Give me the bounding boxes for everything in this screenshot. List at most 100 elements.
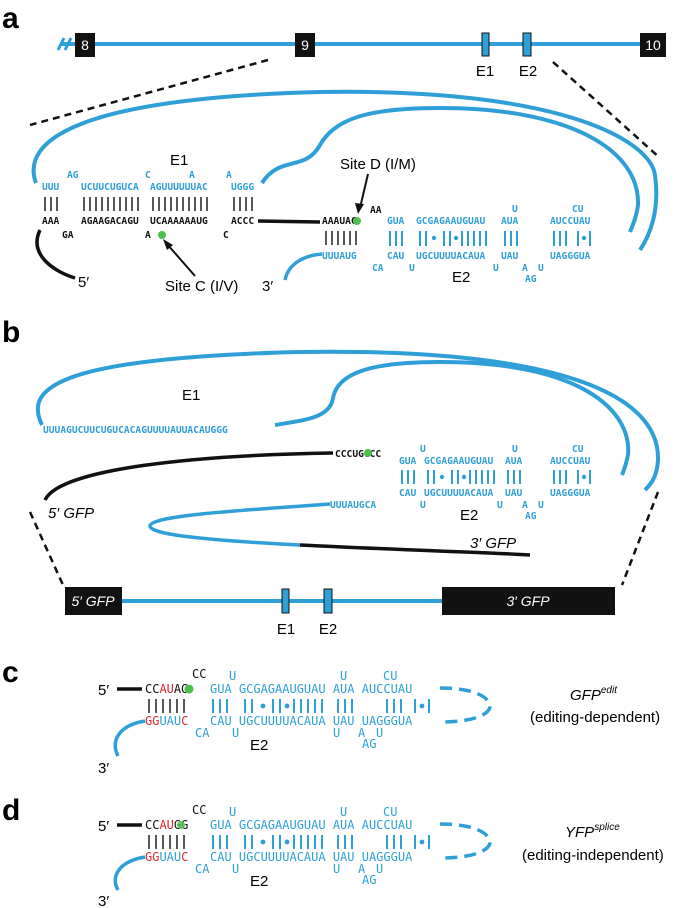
e2-label-c: E2 <box>250 737 268 754</box>
outer-loop-b <box>35 349 661 492</box>
svg-text:CU: CU <box>383 669 397 683</box>
svg-text:CA: CA <box>372 263 384 274</box>
svg-text:GGUAUC: GGUAUC <box>145 850 188 864</box>
svg-text:A: A <box>358 726 366 740</box>
svg-text:CAU: CAU <box>387 251 405 262</box>
svg-text:U: U <box>229 805 236 819</box>
five-prime-a: 5′ <box>78 274 89 291</box>
e1-seq-b: UUUAGUCUUCUGUCACAGUUUUAUUACAUGGG <box>43 425 228 436</box>
zoom-line-right-b <box>620 491 660 586</box>
svg-text:U: U <box>420 500 426 511</box>
e1-top-seq-3: AGUUUUUUAC <box>150 182 208 193</box>
element-e2 <box>522 32 532 57</box>
aauac-a: AAAUAC <box>322 216 357 227</box>
panel-label-b: b <box>2 316 20 349</box>
panel-label-c: c <box>2 656 19 689</box>
exon-10 <box>640 33 666 57</box>
site-d-label: Site D (I/M) <box>340 156 416 173</box>
e1-top-seq-2: UCUUCUGUCA <box>81 182 139 193</box>
svg-text:CAU: CAU <box>399 488 417 499</box>
e1-top-bulge-3: A <box>189 170 195 181</box>
svg-text:AG: AG <box>362 873 376 887</box>
svg-text:CCAUAG: CCAUAG <box>145 682 188 696</box>
inner-loop-a <box>260 105 641 233</box>
e1-track-label: E1 <box>476 63 494 80</box>
svg-text:AUCCUAU: AUCCUAU <box>550 456 591 467</box>
three-prime-a: 3′ <box>262 278 273 295</box>
svg-text:A: A <box>522 500 528 511</box>
svg-text:GGUAUC: GGUAUC <box>145 714 188 728</box>
cccug-b: CCCUGGCC <box>335 449 381 460</box>
svg-text:CU: CU <box>572 444 584 455</box>
exon-10-label: 10 <box>645 37 661 53</box>
svg-text:UAU: UAU <box>501 251 519 262</box>
e1-top-bulge-1: AG <box>67 170 79 181</box>
construct-bar: 5′ GFP 3′ GFP E1 E2 <box>65 587 615 638</box>
site-d-marker <box>353 217 361 225</box>
svg-text:GUA GCGAGAAUGUAU AUA AUCCU: GUA GCGAGAAUGUAU AUA AUCCUAU <box>210 818 412 832</box>
hairpin-d: CCAUGG CC GGUAUC U U CU GUA GCGAGAAUGUAU… <box>113 803 492 891</box>
svg-text:AUCCUAU: AUCCUAU <box>550 216 591 227</box>
svg-text:U: U <box>420 444 426 455</box>
strand-5prime-a <box>35 229 76 280</box>
uuuaugca-b: UUUAUGCA <box>330 500 376 511</box>
e2-label-b: E2 <box>460 507 478 524</box>
zoom-line-right-a <box>552 61 661 159</box>
edit-site-b <box>364 449 372 457</box>
site-c-label: Site C (I/V) <box>165 278 238 295</box>
svg-text:GUA: GUA <box>387 216 405 227</box>
e1-bot-seq-2: AGAAGACAGU <box>81 216 139 227</box>
uuuaug-a: UUUAUG <box>322 251 357 262</box>
connector-a <box>257 219 321 224</box>
subtitle-c: (editing-dependent) <box>530 709 660 726</box>
title-c: GFPedit <box>570 685 618 704</box>
exon-8 <box>75 33 95 57</box>
svg-text:AG: AG <box>362 737 376 751</box>
svg-text:U: U <box>538 500 544 511</box>
svg-text:U: U <box>232 726 239 740</box>
three-prime-d: 3′ <box>98 893 109 908</box>
svg-text:U: U <box>232 862 239 876</box>
svg-text:U: U <box>409 263 415 274</box>
three-prime-c: 3′ <box>98 760 109 777</box>
svg-text:UAGGGUA: UAGGGUA <box>550 251 591 262</box>
svg-text:U: U <box>340 669 347 683</box>
svg-text:CU: CU <box>383 805 397 819</box>
site-c-marker <box>158 231 166 239</box>
svg-text:U: U <box>376 726 383 740</box>
exon-9 <box>295 33 315 57</box>
svg-text:AG: AG <box>525 274 537 285</box>
e1-bot-bulge-2: A <box>145 230 151 241</box>
svg-text:UGCUUUUACAUA: UGCUUUUACAUA <box>416 251 486 262</box>
d-pair-ticks <box>325 231 357 245</box>
strand-5prime-b <box>43 451 334 501</box>
svg-text:CU: CU <box>572 204 584 215</box>
svg-text:U: U <box>512 444 518 455</box>
svg-text:AUA: AUA <box>505 456 523 467</box>
panel-label-a: a <box>2 2 19 35</box>
svg-text:E1: E1 <box>277 621 295 638</box>
e2-stem-b: U U CU GUA GCGAGAAUGUAU AUA AUCCUAU CAU … <box>399 444 591 522</box>
svg-text:CC: CC <box>192 667 206 681</box>
e1-top-bulge-4: A <box>226 170 232 181</box>
e1-top-bulge-2: C <box>145 170 151 181</box>
five-prime-c: 5′ <box>98 682 109 699</box>
svg-text:E2: E2 <box>319 621 337 638</box>
e1-pair-ticks <box>44 197 253 211</box>
three-gfp-label: 3′ GFP <box>470 535 516 552</box>
e2-label-a: E2 <box>452 269 470 286</box>
svg-text:CA: CA <box>195 862 210 876</box>
svg-text:GCGAGAAUGUAU: GCGAGAAUGUAU <box>424 456 494 467</box>
panel-label-d: d <box>2 794 20 827</box>
site-c-arrow <box>166 243 196 277</box>
svg-text:UAU: UAU <box>505 488 523 499</box>
e2-track-label: E2 <box>519 63 537 80</box>
outer-loop-a <box>31 89 659 252</box>
exon-8-label: 8 <box>81 37 89 53</box>
svg-text:U: U <box>497 500 503 511</box>
svg-text:AG: AG <box>525 511 537 522</box>
e1-bot-seq-1: AAA <box>42 216 60 227</box>
svg-text:U: U <box>340 805 347 819</box>
svg-text:A: A <box>522 263 528 274</box>
five-gfp-label: 5′ GFP <box>48 505 94 522</box>
